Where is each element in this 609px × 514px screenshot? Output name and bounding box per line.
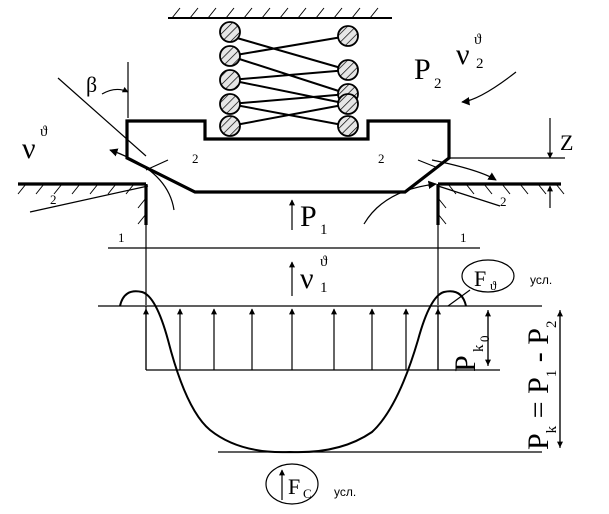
pk-dimension: Pk = P1 - P2 xyxy=(522,310,563,450)
spring-coil-left xyxy=(219,21,241,137)
pk0-subscript: k xyxy=(471,344,487,352)
velocity-label-left: ν ϑ xyxy=(22,124,48,165)
p2-symbol: P xyxy=(414,53,431,86)
f-c-callout: F C усл. xyxy=(265,463,356,505)
section-2-lines: 2 2 2 2 xyxy=(29,151,507,213)
nu2-superscript: ϑ xyxy=(474,32,482,48)
pressure-arrows xyxy=(143,308,441,370)
beta-label: β xyxy=(86,72,97,97)
pk-p1-symbol: = P xyxy=(522,377,555,426)
f-nu-subscript: ϑ xyxy=(490,278,497,293)
nu1-label: ν ϑ 1 xyxy=(289,254,328,296)
f-c-note: усл. xyxy=(334,485,356,499)
p1-subscript: 1 xyxy=(320,222,328,238)
nu1-superscript: ϑ xyxy=(320,254,328,270)
pk-p2-subscript: 2 xyxy=(544,321,560,329)
pk-p1-subscript: 1 xyxy=(544,370,560,378)
pk-formula: Pk = P1 - P2 xyxy=(522,321,560,450)
f-c-symbol: F xyxy=(288,474,300,499)
pk-symbol: P xyxy=(522,433,555,450)
section-1-label-left: 1 xyxy=(118,230,125,245)
section-2-label-c: 2 xyxy=(378,151,385,166)
seat-left xyxy=(17,182,148,225)
seat-right xyxy=(436,182,565,225)
nu-superscript: ϑ xyxy=(40,124,48,140)
pressure-diagram xyxy=(98,290,542,454)
pk0-label: P k 0 xyxy=(449,336,492,373)
nu1-subscript: 1 xyxy=(320,280,328,296)
f-nu-note: усл. xyxy=(530,273,552,287)
p1-symbol: P xyxy=(300,200,317,233)
pk0-dimension: P k 0 xyxy=(438,310,500,372)
valve-plate xyxy=(125,119,451,194)
beta-angle: β xyxy=(57,62,147,157)
section-2-label-a: 2 xyxy=(192,151,199,166)
top-wall xyxy=(168,7,392,19)
p2-subscript: 2 xyxy=(434,76,442,92)
section-2-label-d: 2 xyxy=(500,194,507,209)
pk-p2-symbol: - P xyxy=(522,328,555,370)
z-label: Z xyxy=(560,130,573,155)
f-nu-symbol: F xyxy=(474,266,486,291)
section-1-line: 1 1 xyxy=(108,225,480,305)
nu2-symbol: ν xyxy=(456,38,470,71)
pk0-subsubscript: 0 xyxy=(477,336,492,343)
f-c-subscript: C xyxy=(303,486,312,501)
flow-arrows xyxy=(109,71,517,225)
pk0-symbol: P xyxy=(449,355,482,372)
nu1-symbol: ν xyxy=(300,262,314,295)
spring xyxy=(219,21,359,137)
p1-label: P 1 xyxy=(289,199,328,238)
svg-text:Pk = P1 - P2: Pk = P1 - P2 xyxy=(522,321,560,450)
pressure-curve xyxy=(119,290,467,454)
z-dimension: Z xyxy=(450,118,573,208)
p2-label: P 2 ν ϑ 2 xyxy=(414,32,484,92)
section-2-label-b: 2 xyxy=(50,192,57,207)
spring-coil-right xyxy=(337,25,359,137)
pk-subscript: k xyxy=(544,425,560,433)
f-nu-callout: F ϑ усл. xyxy=(447,259,552,307)
nu2-subscript: 2 xyxy=(476,56,484,72)
section-1-label-right: 1 xyxy=(460,230,467,245)
nu-symbol: ν xyxy=(22,132,36,165)
